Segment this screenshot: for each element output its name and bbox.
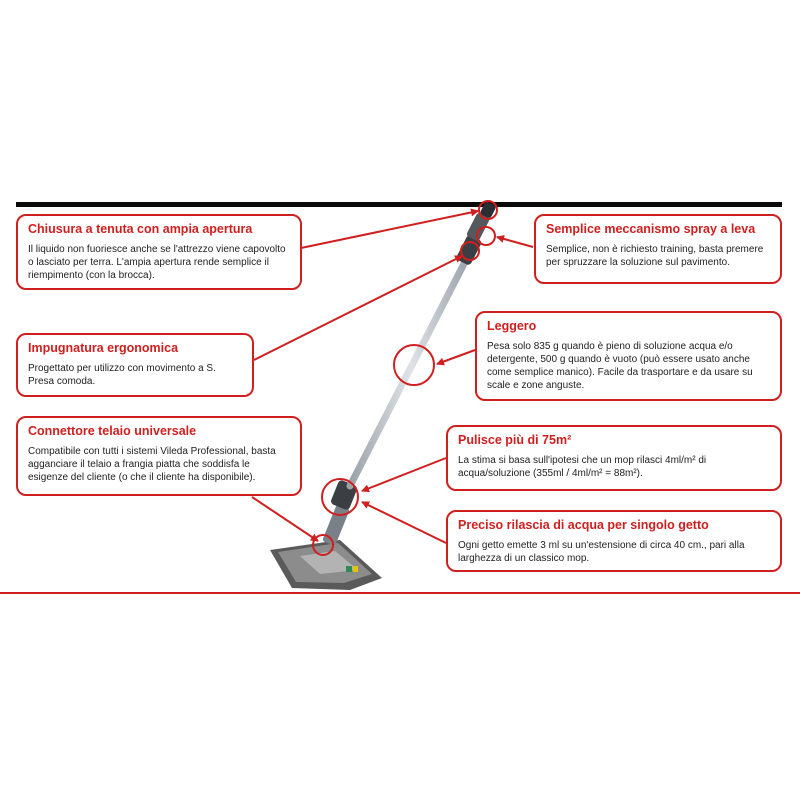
callout-pulisce: Pulisce più di 75m² La stima si basa sul… <box>446 425 782 491</box>
callout-body: Il liquido non fuoriesce anche se l'attr… <box>28 244 286 281</box>
callout-impugnatura: Impugnatura ergonomica Progettato per ut… <box>16 333 254 397</box>
callout-title: Chiusura a tenuta con ampia apertura <box>28 222 253 236</box>
highlight-grip <box>460 241 480 261</box>
highlight-frame <box>312 534 334 556</box>
bottom-line <box>0 592 800 594</box>
callout-body: Progettato per utilizzo con movimento a … <box>28 363 216 387</box>
callout-title: Semplice meccanismo spray a leva <box>546 222 756 236</box>
callout-body: Compatibile con tutti i sistemi Vileda P… <box>28 446 276 483</box>
highlight-spray <box>476 226 496 246</box>
arrow-preciso <box>361 501 447 544</box>
callout-title: Preciso rilascia di acqua per singolo ge… <box>458 518 709 532</box>
callout-connettore: Connettore telaio universale Compatibile… <box>16 416 302 496</box>
arrow-pulisce <box>361 457 447 493</box>
callout-title: Impugnatura ergonomica <box>28 341 179 355</box>
callout-body: La stima si basa sull'ipotesi che un mop… <box>458 455 707 479</box>
highlight-cap <box>478 200 498 220</box>
arrow-chiusura <box>300 208 479 249</box>
callout-spray: Semplice meccanismo spray a leva Semplic… <box>534 214 782 284</box>
highlight-connector <box>321 478 359 516</box>
callout-body: Semplice, non è richiesto training, bast… <box>546 244 764 268</box>
mop-frame <box>270 540 382 590</box>
callout-chiusura: Chiusura a tenuta con ampia apertura Il … <box>16 214 302 290</box>
callout-title: Connettore telaio universale <box>28 424 197 438</box>
callout-body: Pesa solo 835 g quando è pieno di soluzi… <box>487 341 753 391</box>
top-bar <box>16 202 782 207</box>
highlight-pole <box>393 344 435 386</box>
arrow-spray <box>496 235 534 248</box>
arrow-impugnatura <box>253 255 463 361</box>
callout-preciso: Preciso rilascia di acqua per singolo ge… <box>446 510 782 572</box>
callout-body: Ogni getto emette 3 ml su un'estensione … <box>458 540 745 564</box>
arrow-connettore <box>251 496 319 542</box>
callout-leggero: Leggero Pesa solo 835 g quando è pieno d… <box>475 311 782 401</box>
callout-title: Leggero <box>487 319 537 333</box>
callout-title: Pulisce più di 75m² <box>458 433 572 447</box>
arrow-leggero <box>436 349 476 366</box>
mop-pole <box>346 248 474 490</box>
